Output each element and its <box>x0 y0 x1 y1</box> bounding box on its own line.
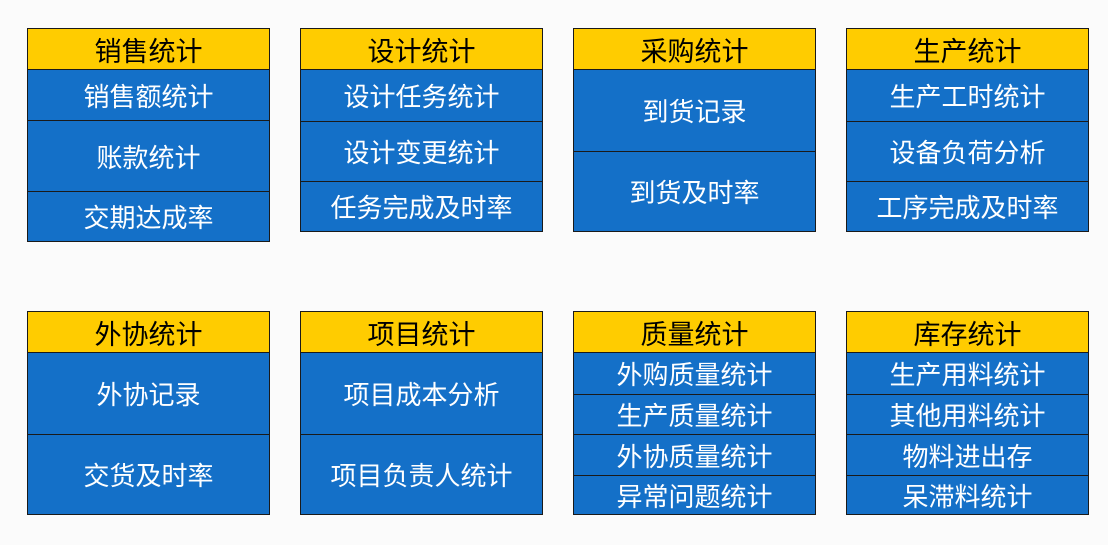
menu-item-arrival-records[interactable]: 到货记录 <box>642 98 747 128</box>
menu-item-arrival-timeliness[interactable]: 到货及时率 <box>574 151 815 231</box>
card-title: 设计统计 <box>301 29 542 70</box>
card-title: 外协统计 <box>28 312 269 353</box>
menu-item-work-hours[interactable]: 生产工时统计 <box>889 83 1046 113</box>
menu-item-sales-amount[interactable]: 销售额统计 <box>83 82 214 113</box>
card-production-stats: 生产统计 生产工时统计 设备负荷分析 工序完成及时率 <box>846 28 1089 232</box>
card-outsourcing-stats: 外协统计 外协记录 交货及时率 <box>27 311 270 515</box>
card-design-stats: 设计统计 设计任务统计 设计变更统计 任务完成及时率 <box>300 28 543 232</box>
card-title: 项目统计 <box>301 312 542 353</box>
menu-item-production-materials[interactable]: 生产用料统计 <box>889 361 1046 391</box>
menu-item-design-tasks[interactable]: 设计任务统计 <box>343 83 500 113</box>
menu-item-process-timeliness[interactable]: 工序完成及时率 <box>847 181 1088 231</box>
menu-item-design-changes[interactable]: 设计变更统计 <box>301 121 542 181</box>
card-inventory-stats: 库存统计 生产用料统计 其他用料统计 物料进出存 呆滞料统计 <box>846 311 1089 515</box>
card-title: 采购统计 <box>574 29 815 70</box>
menu-item-abnormal-issues[interactable]: 异常问题统计 <box>574 475 815 514</box>
menu-item-task-timeliness[interactable]: 任务完成及时率 <box>301 181 542 231</box>
card-sales-stats: 销售统计 销售额统计 账款统计 交期达成率 <box>27 28 270 242</box>
menu-item-outsourced-quality[interactable]: 外协质量统计 <box>574 434 815 475</box>
card-quality-stats: 质量统计 外购质量统计 生产质量统计 外协质量统计 异常问题统计 <box>573 311 816 515</box>
menu-item-purchased-quality[interactable]: 外购质量统计 <box>616 361 773 391</box>
menu-item-slow-moving-materials[interactable]: 呆滞料统计 <box>847 475 1088 514</box>
menu-item-other-materials[interactable]: 其他用料统计 <box>847 394 1088 434</box>
card-title: 生产统计 <box>847 29 1088 70</box>
card-title: 库存统计 <box>847 312 1088 353</box>
card-title: 质量统计 <box>574 312 815 353</box>
menu-item-accounts[interactable]: 账款统计 <box>28 120 269 191</box>
menu-item-equipment-load[interactable]: 设备负荷分析 <box>847 121 1088 181</box>
menu-item-delivery-rate[interactable]: 交期达成率 <box>28 191 269 241</box>
card-purchase-stats: 采购统计 到货记录 到货及时率 <box>573 28 816 232</box>
menu-item-production-quality[interactable]: 生产质量统计 <box>574 394 815 434</box>
menu-item-outsourcing-records[interactable]: 外协记录 <box>96 381 201 411</box>
card-title: 销售统计 <box>28 29 269 70</box>
menu-item-project-cost[interactable]: 项目成本分析 <box>343 381 500 411</box>
menu-item-project-owner[interactable]: 项目负责人统计 <box>301 434 542 514</box>
menu-item-delivery-timeliness[interactable]: 交货及时率 <box>28 434 269 514</box>
card-project-stats: 项目统计 项目成本分析 项目负责人统计 <box>300 311 543 515</box>
menu-item-material-flow[interactable]: 物料进出存 <box>847 434 1088 475</box>
